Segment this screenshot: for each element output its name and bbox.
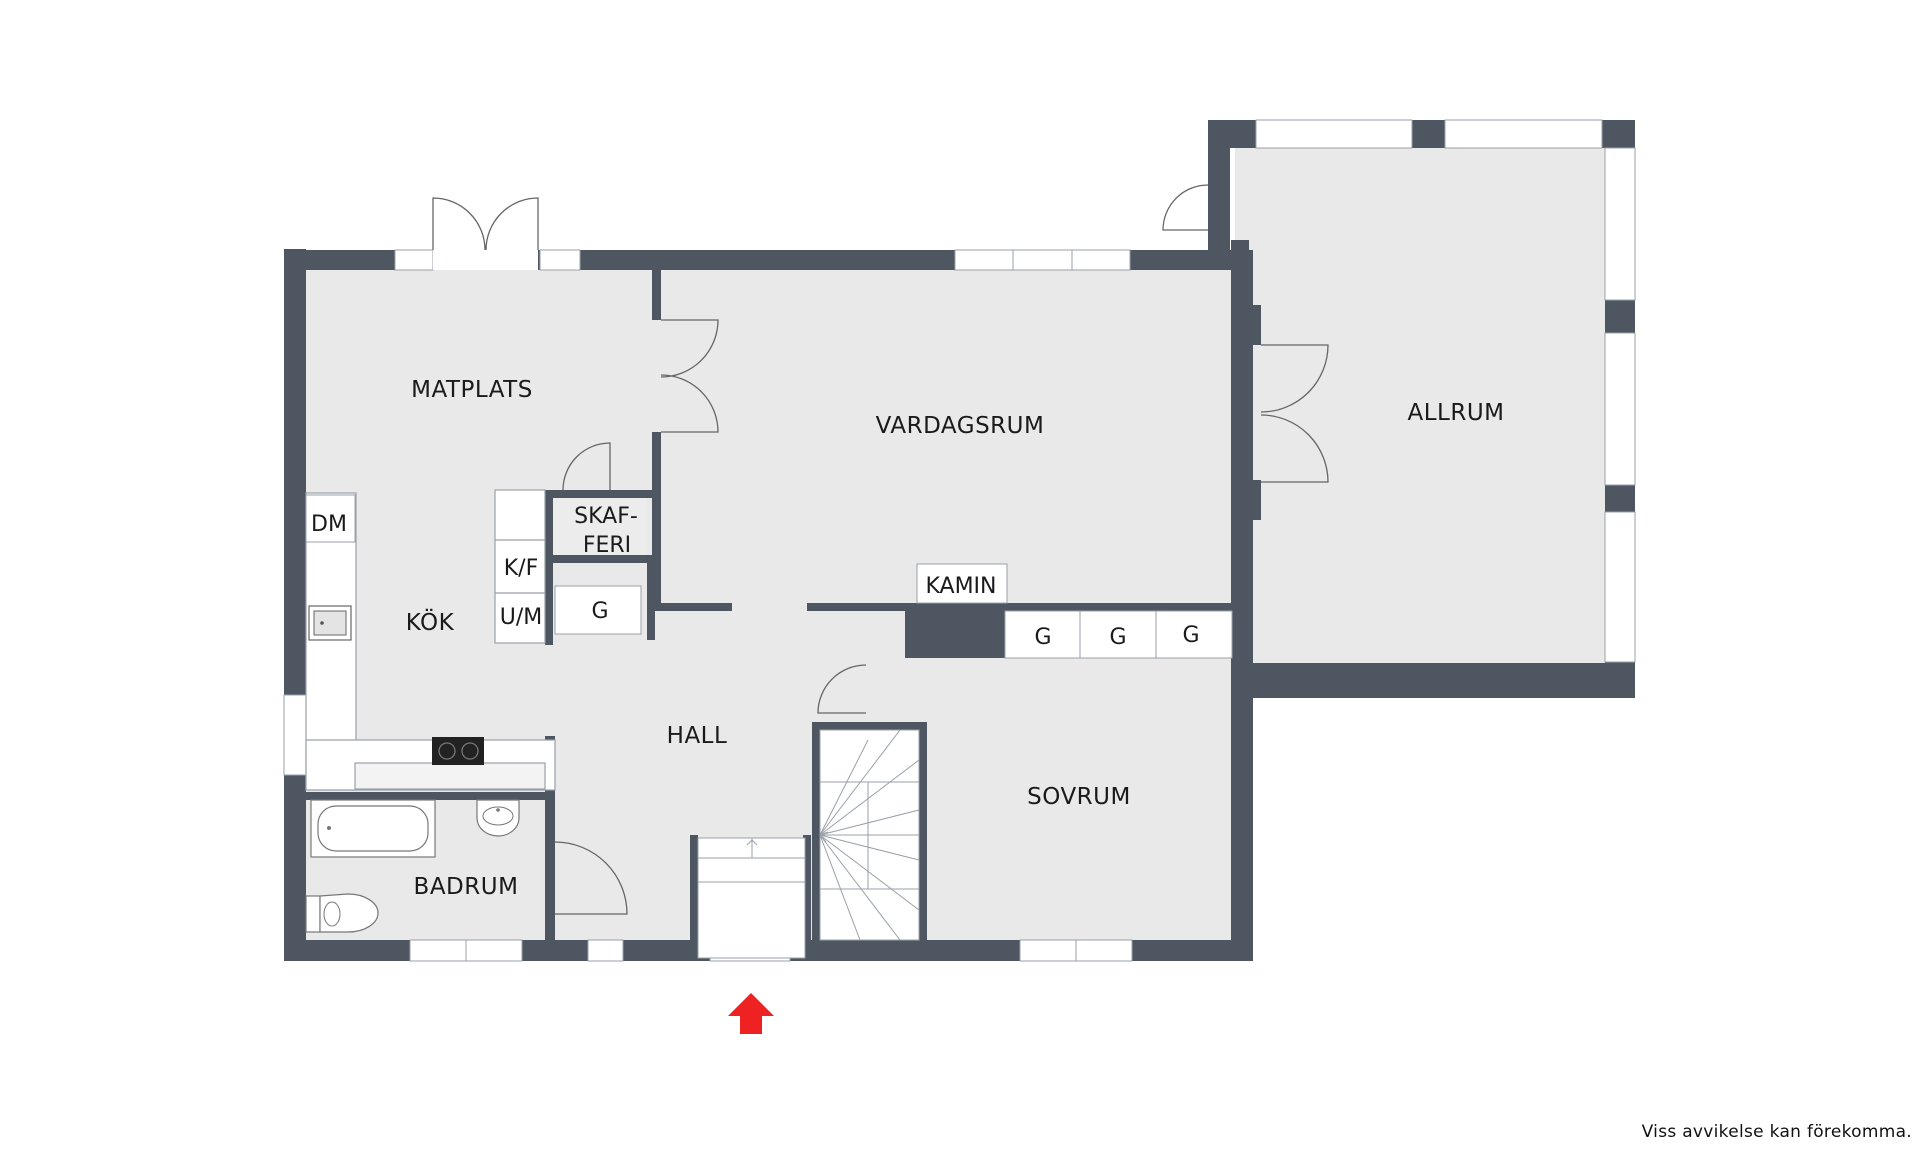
wardrobes-sovrum <box>1004 610 1233 659</box>
doors <box>432 184 1329 915</box>
label-skafferi-1: SKAF- <box>574 504 638 529</box>
staircase <box>819 729 920 941</box>
label-g-sovrum-1: G <box>1034 625 1051 650</box>
dishwasher <box>305 494 356 543</box>
label-g-sovrum-3: G <box>1182 623 1199 648</box>
pantry <box>553 498 647 555</box>
label-kamin: KAMIN <box>925 574 996 599</box>
room-label-matplats: MATPLATS <box>411 377 533 403</box>
label-skafferi-2: FERI <box>583 533 631 558</box>
label-g-sovrum-2: G <box>1109 625 1126 650</box>
interior-walls <box>305 270 1232 941</box>
label-dm: DM <box>311 512 347 537</box>
bathtub-icon <box>310 799 436 858</box>
room-label-vardagsrum: VARDAGSRUM <box>876 413 1045 439</box>
room-label-hall: HALL <box>667 723 728 749</box>
bathroom-sink-icon <box>476 799 520 837</box>
label-um: U/M <box>500 605 543 630</box>
kitchen-sink-icon <box>308 605 352 641</box>
kamin-label-box <box>916 563 1008 604</box>
toilet-icon <box>305 893 379 933</box>
room-label-allrum: ALLRUM <box>1407 400 1504 426</box>
stove-icon <box>432 737 484 765</box>
label-g-hall: G <box>591 599 608 624</box>
label-kf: K/F <box>504 556 539 581</box>
room-label-sovrum: SOVRUM <box>1027 784 1131 810</box>
room-label-kok: KÖK <box>406 608 455 636</box>
room-label-badrum: BADRUM <box>414 874 519 900</box>
disclaimer-text: Viss avvikelse kan förekomma. <box>1641 1122 1912 1142</box>
entrance-steps <box>697 837 806 959</box>
entrance-arrow-icon <box>728 993 774 1034</box>
wardrobe-hall <box>554 585 642 635</box>
